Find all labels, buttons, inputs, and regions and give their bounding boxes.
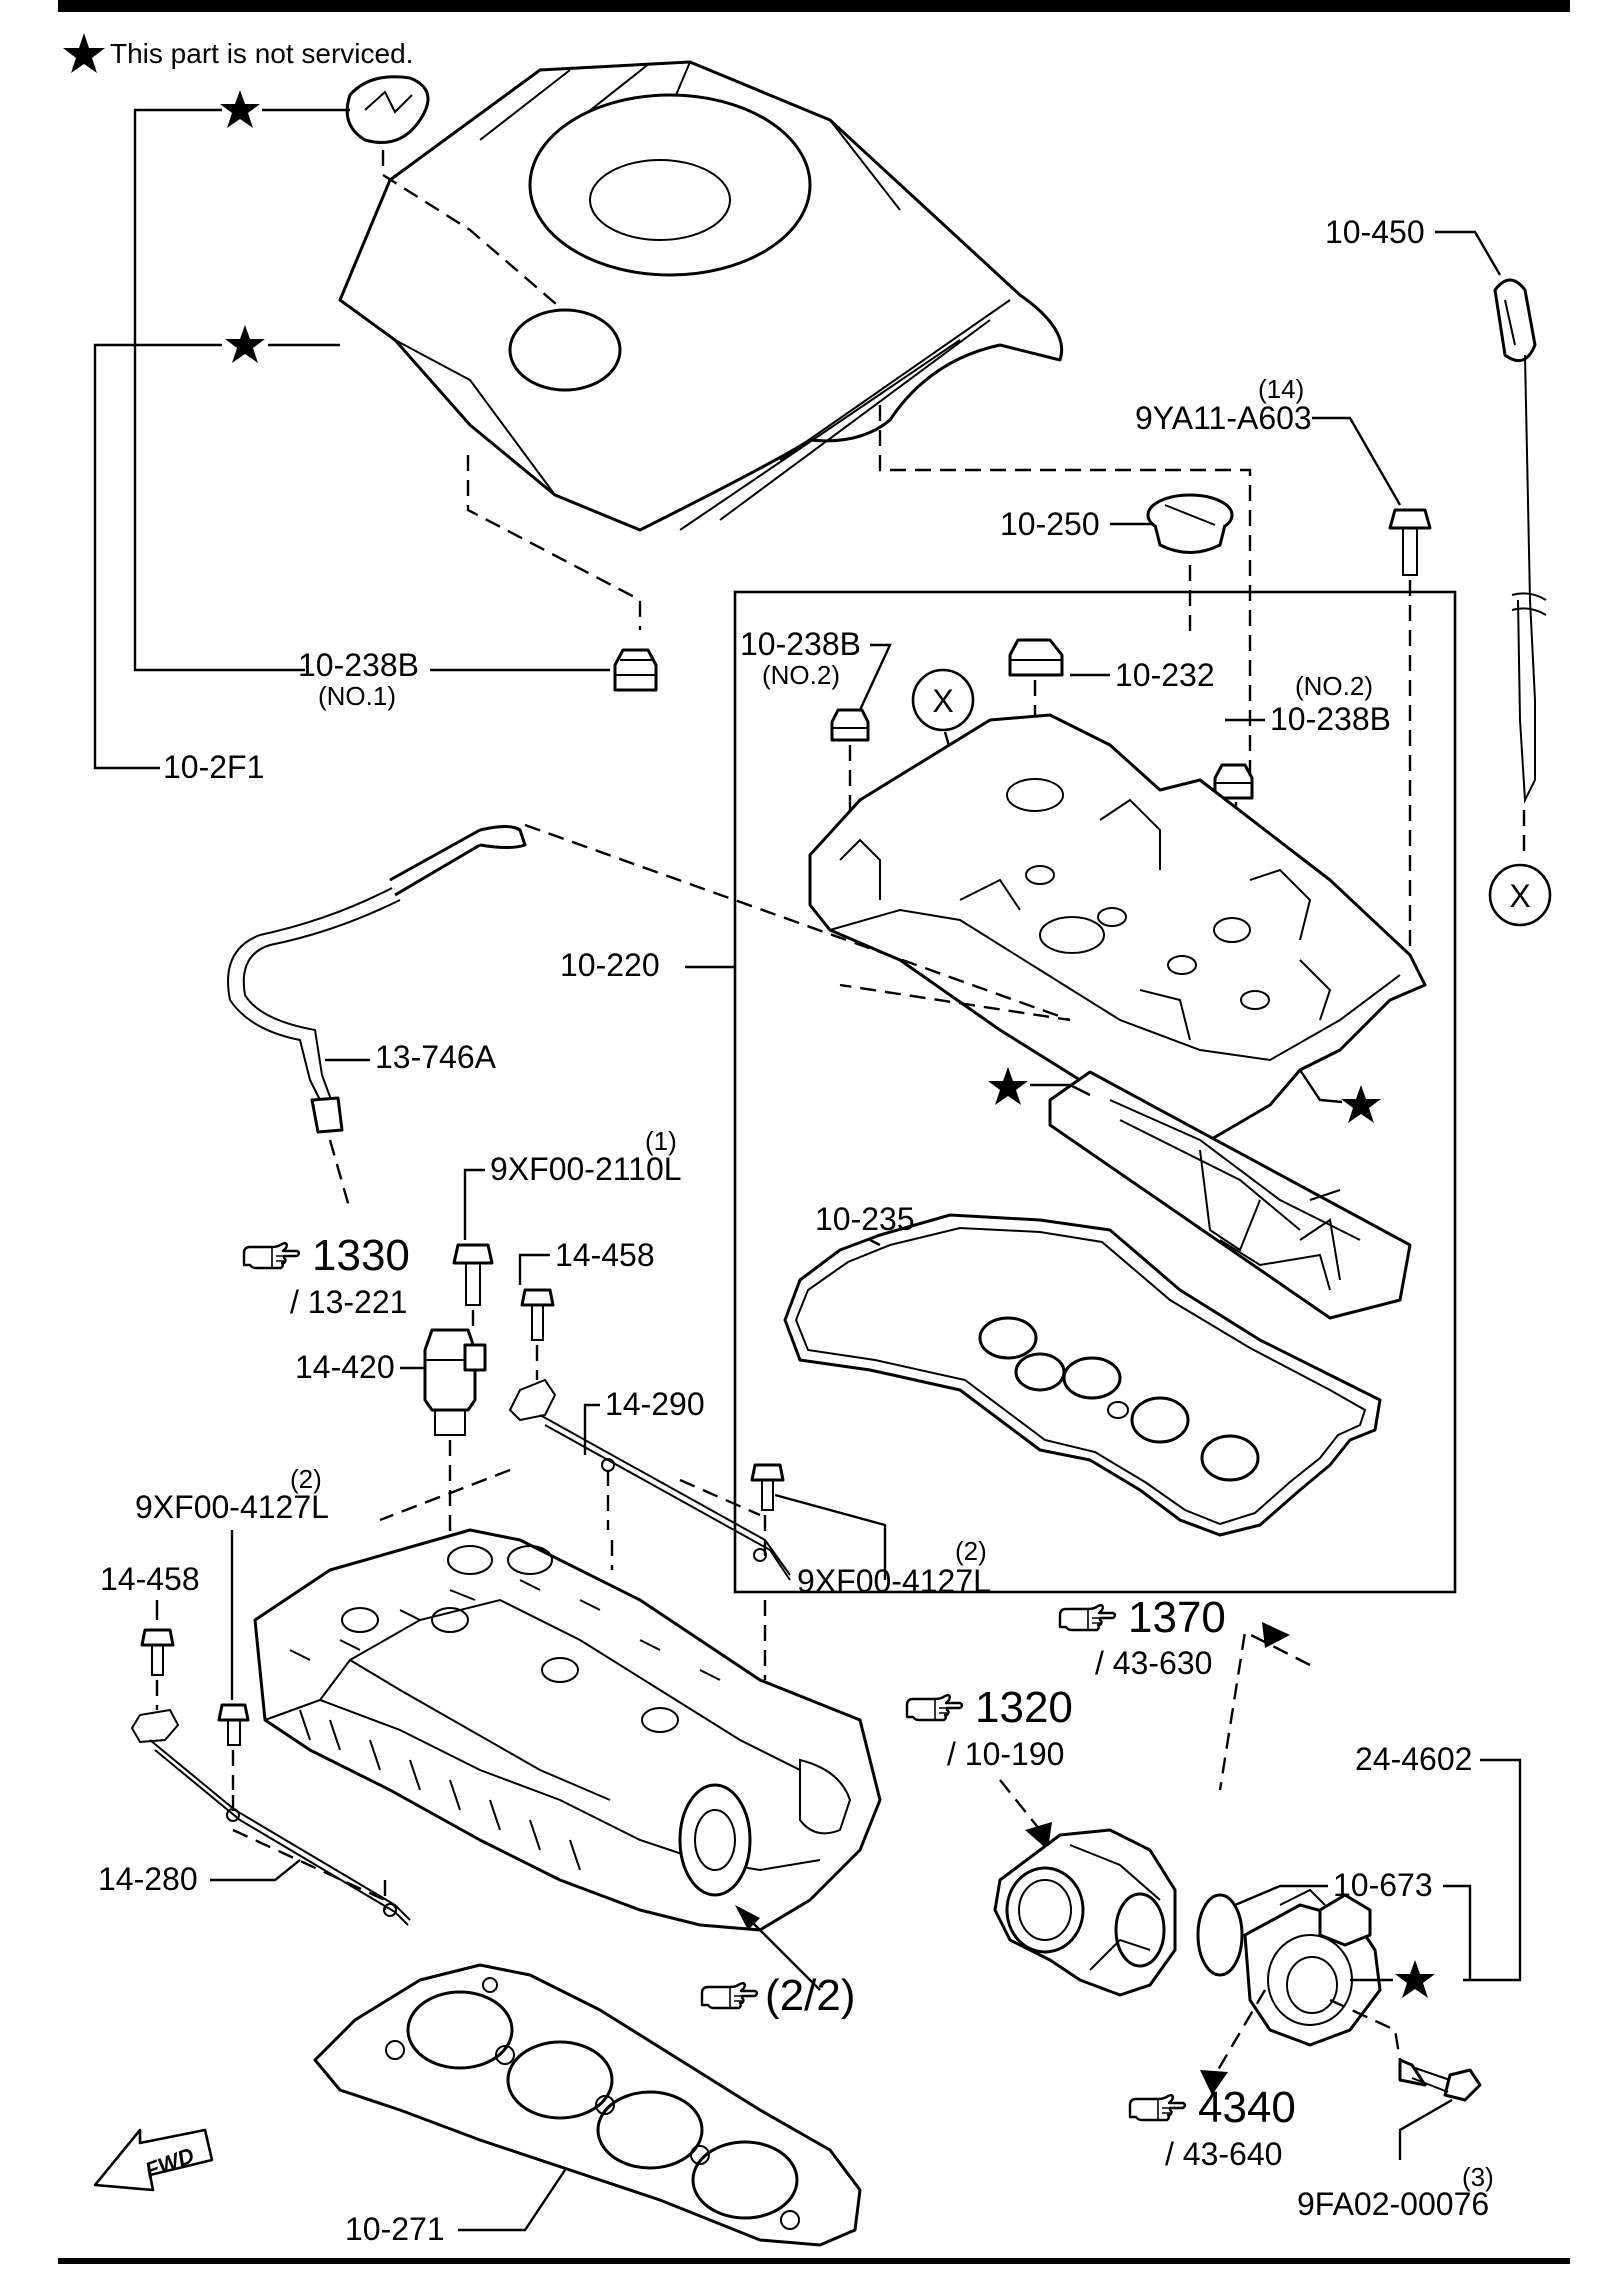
vacuum-pump-part [1243,1888,1382,2047]
label-cover-assy: 10-2F1 [163,749,264,785]
label-bolt-part: 9YA11-A603 [1135,400,1312,436]
bolt-4127l-right-part [750,1463,785,1511]
label-bolt2-right-qty: (2) [955,1536,987,1566]
head-cover-part [808,713,1427,1142]
bolt-4127l-left-part [217,1703,250,1746]
top-rule [58,0,1570,12]
pointing-hand-icon [242,1241,301,1270]
label-seal-232: 10-232 [1115,657,1215,693]
bottom-rule [58,2258,1570,2264]
bolt-9ya11-part [1388,508,1432,576]
label-bolt1-part: 9XF00-2110L [490,1151,682,1187]
label-bolt2-left-qty: (2) [290,1464,322,1494]
ref-1330-number: 1330 [312,1231,410,1280]
bolt-2110l-part [452,1243,494,1306]
oil-level-gauge-part [1493,278,1547,804]
pump-bolt-part [1398,2058,1482,2102]
seal-232-part [1008,638,1064,677]
label-bolt-14458-top: 14-458 [555,1237,655,1273]
grommet-no2-left-part [830,708,870,742]
label-grommet-no2-right-sub: (NO.2) [1295,671,1373,701]
legend-note-text: This part is not serviced. [110,38,413,69]
cylinder-head-gasket-part [313,1963,862,2247]
x-marker-left: X [911,668,975,732]
ref-1330-sub: / 13-221 [290,1284,407,1320]
ventilation-hose-part [227,825,527,1134]
label-oil-pipe-290: 14-290 [605,1386,705,1422]
ref-1320-number: 1320 [975,1683,1073,1732]
ref-1330-link[interactable]: 1330 / 13-221 [242,1231,410,1320]
fwd-arrow-icon: FWD [93,2128,214,2192]
star-icon [63,33,105,73]
label-ventilation-hose: 13-746A [375,1039,497,1075]
star-icon [1395,1960,1435,1998]
star-icon [1341,1085,1381,1123]
label-oil-pipe-280: 14-280 [98,1861,198,1897]
ref-2-2-link[interactable]: (2/2) [700,1971,855,2020]
x-marker-left-text: X [932,683,953,719]
label-bolt2-right-part: 9XF00-4127L [797,1563,991,1599]
ref-4340-link[interactable]: 4340 / 43-640 [1128,2083,1296,2172]
legend-note: This part is not serviced. [63,33,413,73]
label-oil-filler-cap: 10-250 [1000,506,1100,542]
label-bolt-14458-left: 14-458 [100,1561,200,1597]
cover-emblem-part [345,75,430,144]
label-bolt-qty: (14) [1258,374,1304,404]
ocv-part [423,1328,487,1436]
star-icon [220,90,260,128]
label-head-cover-gasket: 10-235 [815,1201,915,1237]
label-bolt2-left-part: 9XF00-4127L [135,1489,329,1525]
cylinder-head-part [253,1528,882,1932]
ref-4340-number: 4340 [1198,2083,1296,2132]
star-icon [225,325,265,363]
pointing-hand-icon [1128,2093,1187,2122]
label-grommet-no1: 10-238B [298,647,419,683]
label-oil-level-gauge: 10-450 [1325,214,1425,250]
bolt-14458-top-part [520,1288,555,1341]
label-cylinder-head-gasket: 10-271 [345,2211,445,2247]
ref-1370-sub: / 43-630 [1095,1645,1212,1681]
pointing-hand-icon [700,1981,759,2010]
thermostat-housing-part [993,1828,1177,1997]
bolt-14458-left-part [140,1628,175,1676]
label-grommet-no2-right: 10-238B [1270,701,1391,737]
label-grommet-no1-sub: (NO.1) [318,681,396,711]
ref-1370-link[interactable]: 1370 / 43-630 [1058,1593,1226,1681]
label-bolt1-qty: (1) [645,1126,677,1156]
baffle-plate-part [1048,1070,1412,1320]
star-icon [988,1067,1028,1105]
grommet-no2-right-part [1213,763,1254,800]
ref-2-2-text: (2/2) [765,1971,855,2020]
label-ocv: 14-420 [295,1349,395,1385]
label-head-cover: 10-220 [560,947,660,983]
ref-1370-number: 1370 [1128,1593,1226,1642]
pointing-hand-icon [1058,1603,1117,1632]
pointing-hand-icon [905,1693,964,1722]
ref-1320-link[interactable]: 1320 / 10-190 [905,1683,1073,1772]
grommet-no1-part [613,648,658,692]
ref-4340-sub: / 43-640 [1165,2136,1282,2172]
engine-cover-part [338,60,1064,532]
x-marker-right-text: X [1509,878,1530,914]
head-cover-gasket-part [783,1213,1382,1537]
label-grommet-no2-left: 10-238B [740,626,861,662]
head-cover-group-box [733,590,1457,1594]
ref-1320-sub: / 10-190 [947,1736,1064,1772]
label-grommet-no2-left-sub: (NO.2) [762,660,840,690]
x-marker-right: X [1488,863,1552,927]
label-pump-bolt-qty: (3) [1462,2162,1494,2192]
o-ring-part [1196,1893,1244,1977]
oil-filler-cap-part [1146,493,1234,554]
label-pump-bolt-part: 9FA02-00076 [1297,2186,1489,2222]
label-vacuum-pump: 24-4602 [1355,1741,1472,1777]
